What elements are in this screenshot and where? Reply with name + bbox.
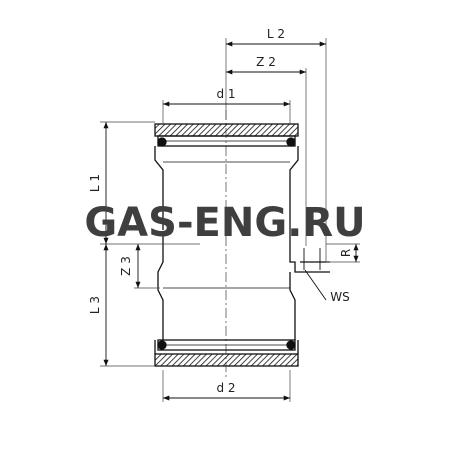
dimension-lines [103, 41, 359, 401]
fitting-body [154, 123, 330, 367]
label-l1: L 1 [88, 174, 102, 192]
label-l2: L 2 [267, 27, 285, 41]
label-ws: WS [330, 290, 349, 304]
leader-ws [304, 269, 327, 301]
watermark-text: GAS-ENG.RU [84, 200, 366, 246]
label-d2: d 2 [216, 381, 235, 395]
label-l3: L 3 [88, 296, 102, 314]
label-r: R [339, 249, 353, 257]
label-z3: Z 3 [119, 256, 133, 276]
label-d1: d 1 [216, 87, 235, 101]
label-z2: Z 2 [256, 55, 276, 69]
